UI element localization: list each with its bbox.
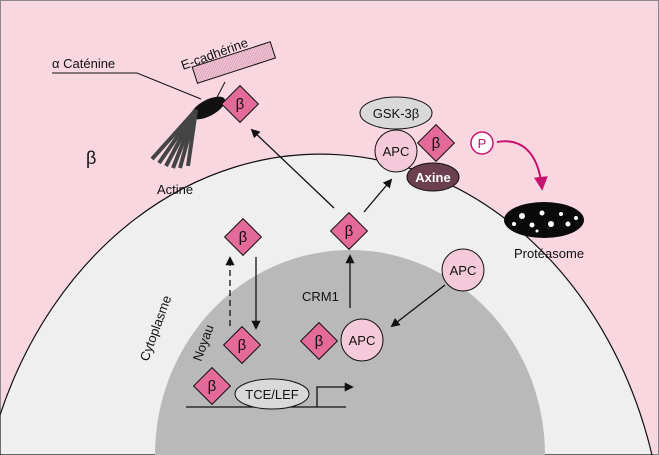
alpha-catenine-shape: [190, 96, 226, 120]
actine-label: Actine: [157, 182, 193, 197]
apc-nucleus-circle: [340, 318, 384, 362]
actin-filaments-icon: [150, 108, 198, 169]
beta-nucleus-apc: β: [299, 321, 339, 361]
alpha-catenine-leader: [52, 72, 202, 100]
axine-label: Axine: [415, 170, 450, 185]
phosphate-circle-icon: [470, 131, 494, 155]
gsk3b-shape: [359, 96, 433, 130]
transcription-start-arrow: [316, 382, 354, 407]
apc-nucleus-label: APC: [349, 333, 376, 348]
tce-lef-shape: [234, 378, 310, 410]
proteasome-icon: [504, 202, 584, 238]
phosphate-label: P: [478, 136, 487, 151]
beta-cytoplasm-export: β: [329, 211, 369, 251]
beta-tce-lef: β: [192, 366, 232, 406]
svg-text:β: β: [236, 96, 245, 113]
phospho-to-proteasome-arrow: [496, 140, 548, 191]
alpha-catenine-label: α Caténine: [52, 56, 115, 71]
arrow-to-destruction-complex: [363, 178, 393, 213]
svg-text:β: β: [238, 337, 247, 354]
svg-text:β: β: [208, 378, 217, 395]
apc-free-circle: [441, 248, 485, 292]
apc-free-label: APC: [450, 263, 477, 278]
crm1-label: CRM1: [302, 289, 339, 304]
apc-complex-label: APC: [383, 144, 410, 159]
beta-cytoplasm-import: β: [223, 217, 263, 257]
beta-at-membrane: β: [220, 84, 260, 124]
gsk3b-label: GSK-3β: [373, 106, 420, 121]
tce-lef-label: TCE/LEF: [245, 387, 299, 402]
beta-complex: β: [416, 123, 456, 163]
axine-shape: [406, 162, 460, 192]
svg-text:β: β: [315, 333, 324, 350]
proteasome-label: Protéasome: [514, 246, 584, 261]
arrow-apc-to-nucleus: [390, 284, 446, 328]
e-cadherine-box: [191, 41, 277, 84]
beta-outside-label: β: [86, 148, 96, 168]
svg-text:β: β: [239, 229, 248, 246]
apc-complex-circle: [374, 129, 418, 173]
svg-text:β: β: [432, 135, 441, 152]
svg-text:β: β: [345, 223, 354, 240]
arrow-to-membrane: [250, 128, 335, 209]
beta-nucleus: β: [222, 325, 262, 365]
